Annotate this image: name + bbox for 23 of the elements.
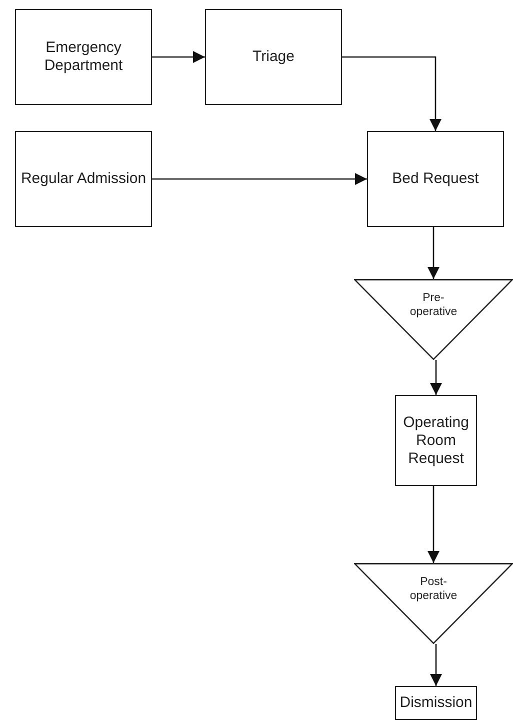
arrow bbox=[430, 644, 442, 686]
node-label: Pre-operative bbox=[408, 291, 458, 319]
node-label: Bed Request bbox=[392, 170, 479, 188]
arrow bbox=[430, 360, 442, 395]
node-label: Emergency Department bbox=[43, 39, 124, 75]
node-label: Dismission bbox=[400, 694, 472, 712]
process-box bbox=[15, 131, 152, 227]
arrow bbox=[428, 486, 440, 563]
process-box bbox=[205, 9, 342, 105]
arrow bbox=[152, 51, 205, 63]
process-box bbox=[395, 395, 477, 486]
arrow bbox=[152, 173, 367, 185]
process-box bbox=[15, 9, 152, 105]
node-label: Triage bbox=[252, 48, 294, 66]
node-label: Post-operative bbox=[408, 575, 458, 603]
triangle-node bbox=[354, 279, 513, 360]
process-box bbox=[395, 686, 477, 720]
arrow bbox=[342, 56, 442, 131]
process-box bbox=[367, 131, 504, 227]
node-label: Operating Room Request bbox=[402, 414, 470, 468]
triangle-node bbox=[354, 563, 513, 644]
node-label: Regular Admission bbox=[20, 170, 146, 188]
arrow bbox=[428, 227, 440, 279]
